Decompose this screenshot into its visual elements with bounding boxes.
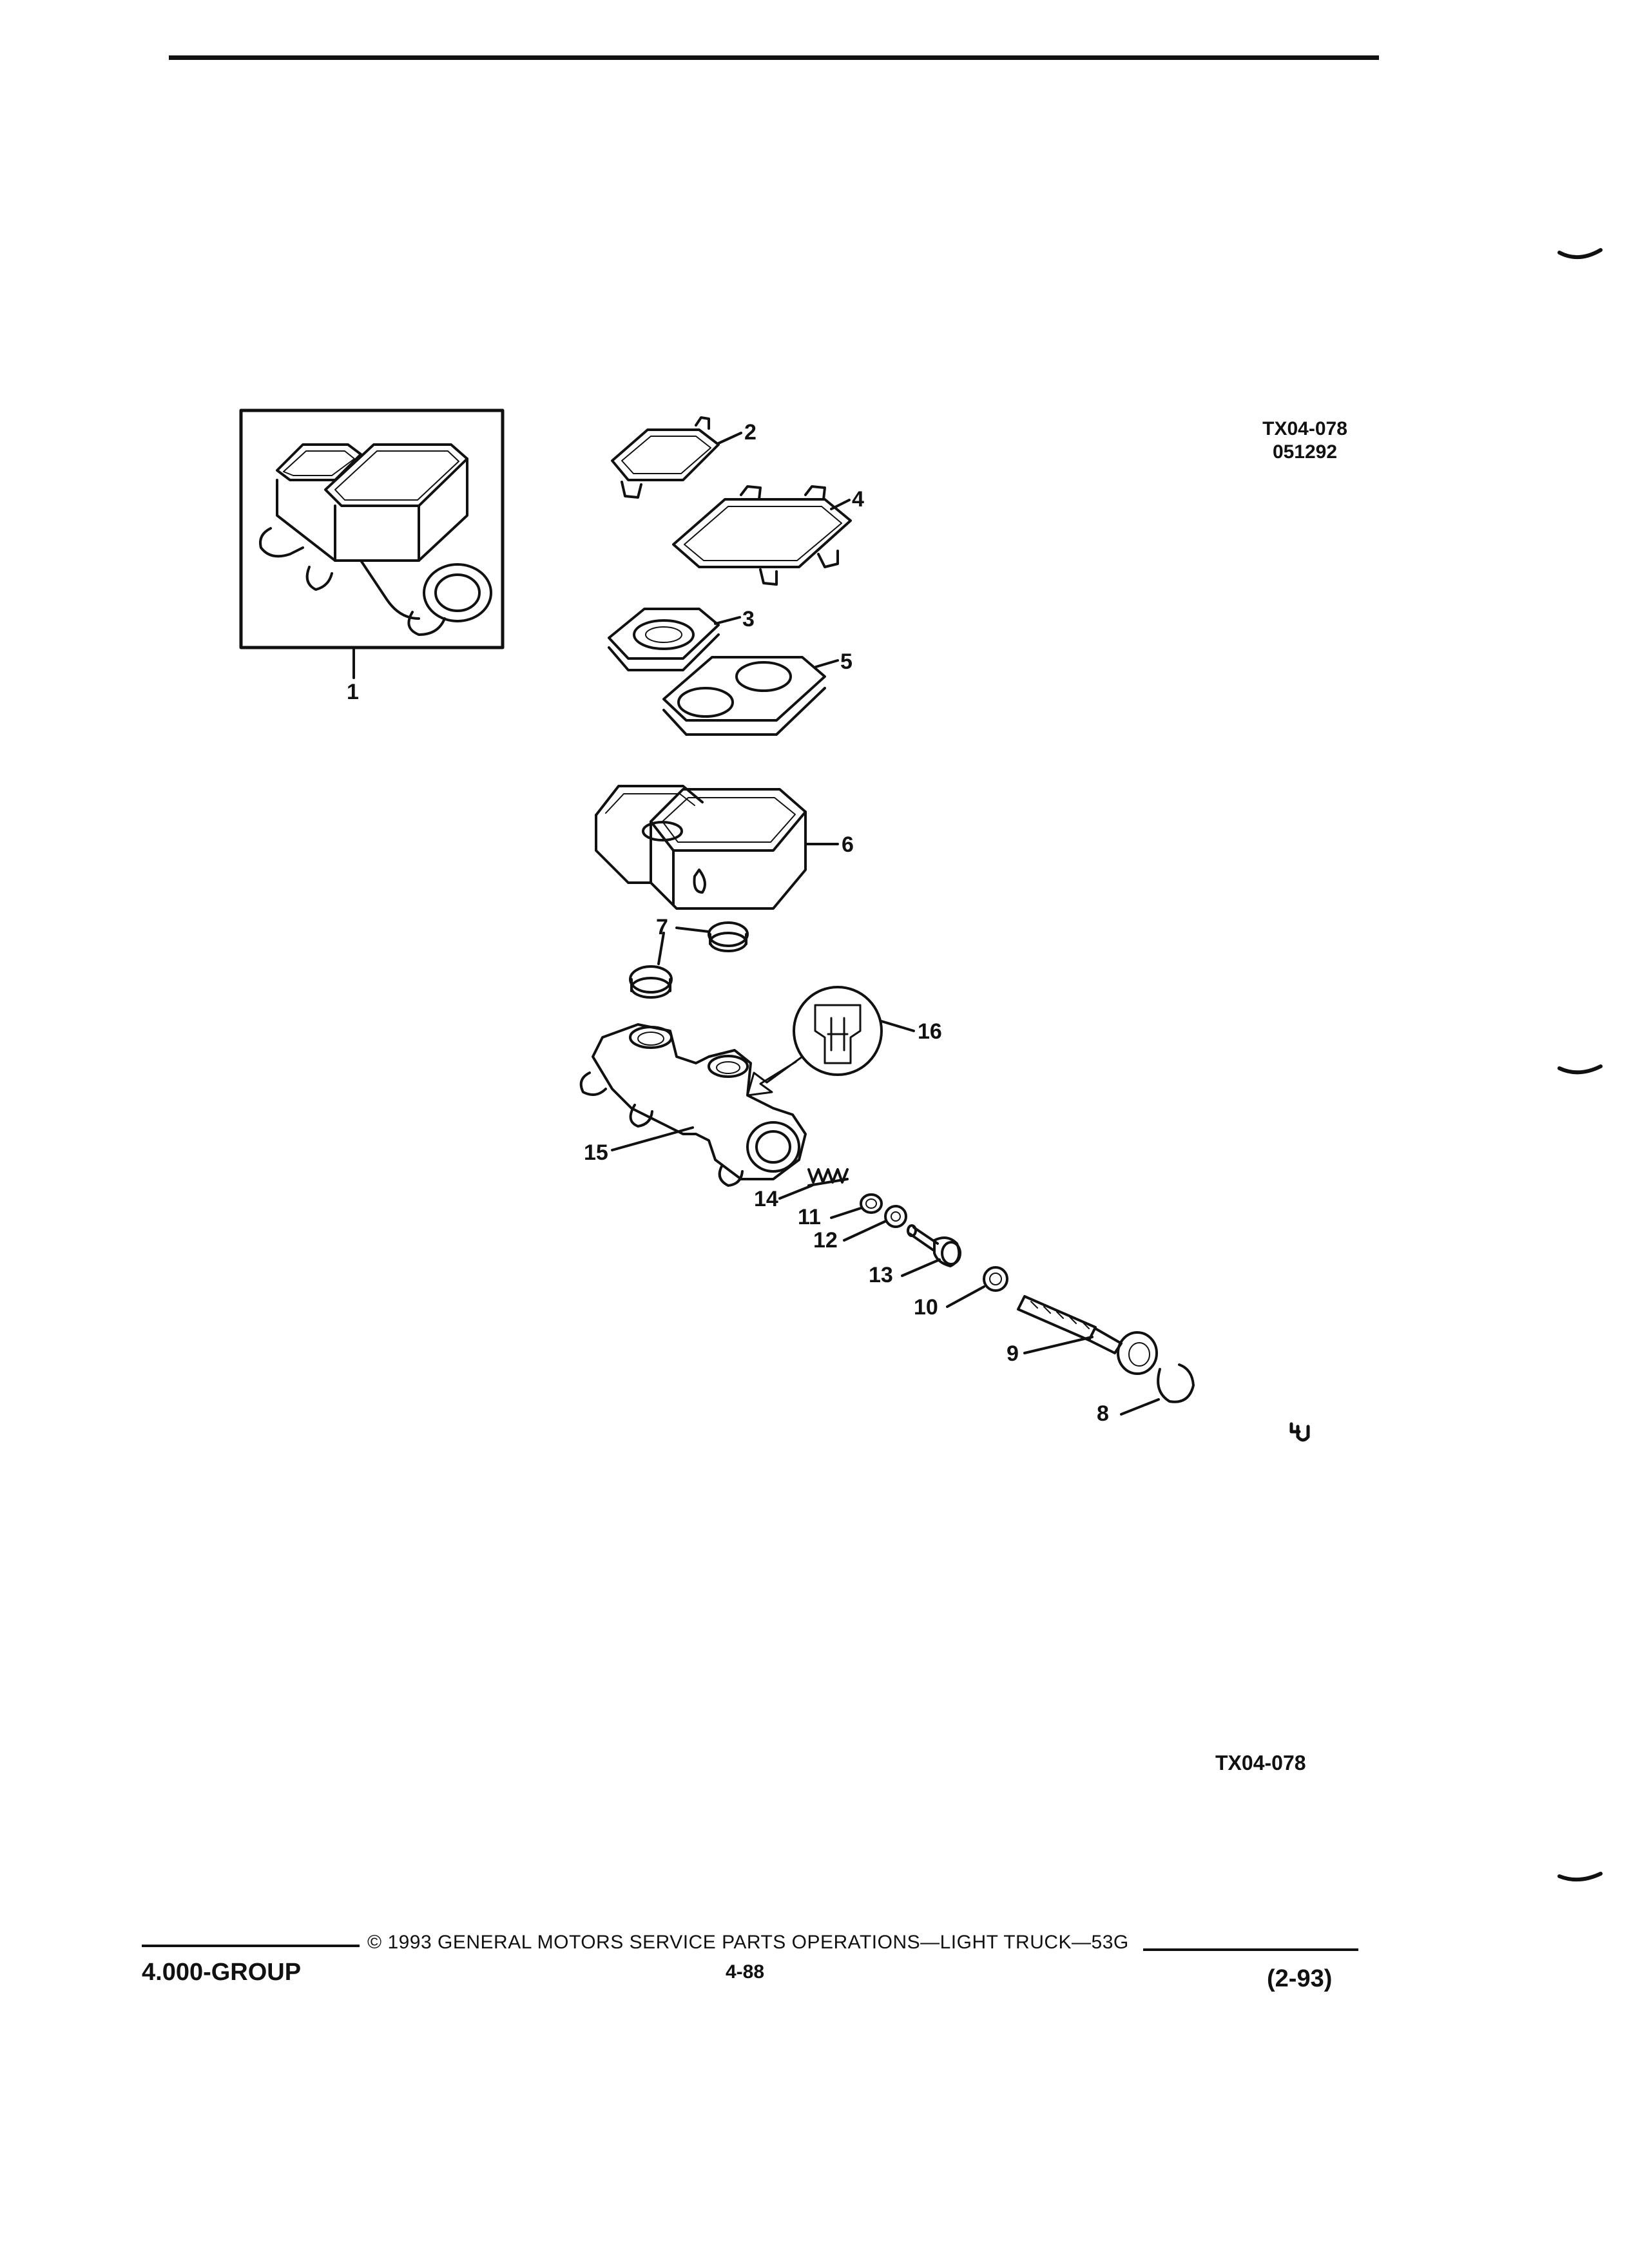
part-8-snap-ring <box>1157 1363 1195 1403</box>
part-7-grommets <box>629 921 749 999</box>
top-rule <box>169 55 1379 60</box>
leader-3 <box>714 616 741 625</box>
leader-13 <box>901 1258 941 1277</box>
footer-revision-date: (2-93) <box>1267 1965 1333 1992</box>
leader-9 <box>1023 1336 1094 1354</box>
leader-16 <box>880 1020 915 1032</box>
leader-10 <box>946 1285 985 1308</box>
part-15-cylinder-body <box>579 1023 807 1187</box>
footer-group: 4.000-GROUP <box>142 1959 302 1986</box>
callout-6: 6 <box>842 832 854 857</box>
part-12-washer <box>884 1205 907 1228</box>
part-10-seal <box>983 1266 1008 1292</box>
leader-7b <box>657 932 665 965</box>
leader-7a <box>675 927 710 933</box>
callout-10: 10 <box>914 1295 938 1320</box>
leader-11 <box>830 1207 862 1219</box>
part-9-primary-piston <box>1017 1295 1158 1375</box>
callout-5: 5 <box>840 649 853 674</box>
master-cylinder-assembly-inset <box>239 408 505 649</box>
part-3-small-diaphragm <box>608 608 720 671</box>
leader-5 <box>815 659 839 668</box>
leader-12 <box>843 1220 887 1242</box>
figure-code-bottom: TX04-078 <box>1215 1751 1306 1774</box>
footer-rule-left <box>142 1945 360 1947</box>
leader-14 <box>778 1184 813 1200</box>
callout-12: 12 <box>813 1228 838 1253</box>
logo-mark <box>1289 1422 1310 1442</box>
leader-4 <box>830 499 851 510</box>
part-2-small-cover <box>611 416 720 499</box>
callout-16: 16 <box>918 1019 942 1044</box>
page-edge-mark-3 <box>1557 1872 1603 1882</box>
callout-9: 9 <box>1007 1341 1019 1366</box>
leader-15 <box>611 1126 694 1151</box>
footer-page-number: 4-88 <box>726 1961 765 1983</box>
callout-1: 1 <box>347 680 359 704</box>
callout-7: 7 <box>656 915 668 939</box>
figure-id: TX04-078 051292 <box>1237 418 1373 464</box>
leader-8 <box>1120 1398 1160 1416</box>
part-16-valve-detail <box>746 986 883 1097</box>
callout-4: 4 <box>852 487 864 512</box>
callout-14: 14 <box>754 1187 778 1211</box>
callout-11: 11 <box>798 1205 821 1229</box>
part-6-reservoir <box>595 785 807 910</box>
part-13-secondary-piston <box>907 1224 961 1267</box>
callout-15: 15 <box>584 1140 608 1165</box>
callout-3: 3 <box>742 607 755 631</box>
part-4-large-cover <box>672 485 852 586</box>
part-5-large-diaphragm <box>662 656 826 736</box>
page-edge-mark-1 <box>1557 248 1603 260</box>
part-11-seal <box>860 1193 883 1214</box>
footer-copyright: © 1993 GENERAL MOTORS SERVICE PARTS OPER… <box>367 1932 1129 1953</box>
figure-id-code: TX04-078 <box>1262 418 1347 439</box>
callout-13: 13 <box>869 1263 893 1287</box>
footer-rule-right <box>1143 1948 1358 1951</box>
leader-2 <box>717 432 742 445</box>
part-14-spring <box>807 1168 849 1187</box>
callout-8: 8 <box>1097 1401 1109 1426</box>
figure-id-date: 051292 <box>1272 441 1338 463</box>
callout-2: 2 <box>744 420 757 445</box>
page-edge-mark-2 <box>1557 1064 1603 1075</box>
